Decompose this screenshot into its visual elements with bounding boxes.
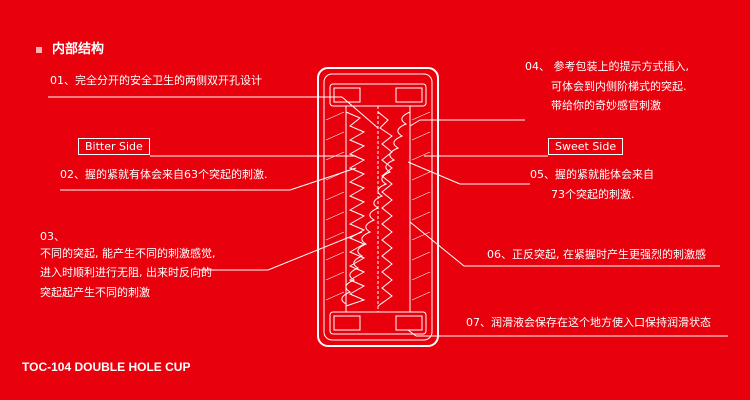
label-04-line1: 04、 参考包装上的提示方式插入, (525, 60, 689, 73)
section-title: 内部结构 (36, 38, 104, 57)
title-bullet-icon (36, 46, 42, 53)
center-stepped-ridges (377, 111, 393, 307)
leader-02-diag (289, 167, 357, 191)
product-footer: TOC-104 DOUBLE HOLE CUP (22, 360, 191, 374)
label-07: 07、润滑液会保存在这个地方使入口保持润滑状态 (466, 316, 711, 329)
bottom-cap (329, 311, 427, 335)
label-03-line4: 突起起产生不同的刺激 (40, 286, 150, 299)
top-cap (329, 83, 427, 107)
sweet-side-label: Sweet Side (548, 138, 624, 155)
label-03-line1: 03、 (40, 230, 65, 243)
bottom-chamber-left (333, 315, 361, 331)
top-chamber-right (395, 87, 423, 103)
leader-04-end (409, 119, 421, 127)
label-03-line3: 进入时顺利进行无阻, 出来时反向的 (40, 266, 212, 279)
label-06: 06、正反突起, 在紧握时产生更强烈的刺激感 (487, 248, 706, 261)
leader-05-diag (407, 161, 461, 185)
cup-outer-wall (317, 67, 439, 347)
label-05-line2: 73个突起的刺激. (551, 188, 635, 201)
label-04-line2: 可体会到内侧阶梯式的突起. (551, 80, 687, 93)
leader-03-diag (267, 231, 363, 271)
label-05-line1: 05、握的紧就能体会来自 (530, 168, 654, 181)
bottom-chamber-right (395, 315, 423, 331)
cup-inner-wall (323, 73, 433, 341)
sweet-side-bumps (341, 111, 411, 305)
label-03-line2: 不同的突起, 能产生不同的刺激感觉, (40, 247, 216, 260)
label-02: 02、握的紧就有体会来自63个突起的刺激. (60, 168, 268, 181)
bitter-side-bumps (345, 111, 366, 307)
top-chamber-left (333, 87, 361, 103)
label-04-line3: 带给你的奇妙感官刺激 (551, 99, 661, 112)
section-title-text: 内部结构 (52, 42, 105, 57)
bitter-side-label: Bitter Side (78, 138, 150, 155)
label-01: 01、完全分开的安全卫生的两侧双开孔设计 (50, 74, 262, 87)
leader-07-end (407, 329, 417, 337)
